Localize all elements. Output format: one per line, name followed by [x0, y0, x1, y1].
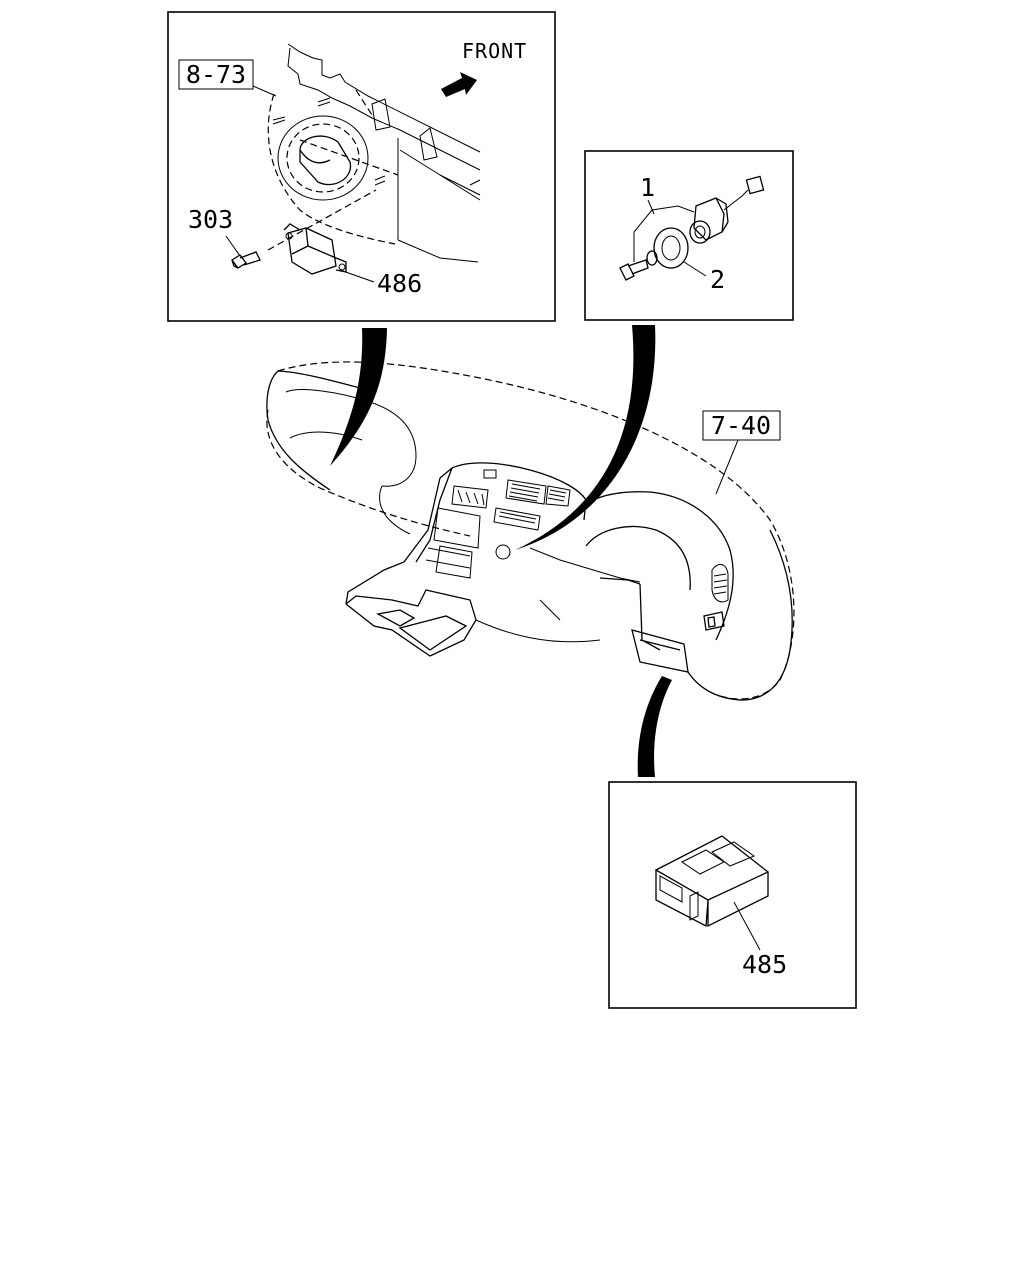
detail-box-control-unit: 485	[608, 781, 857, 1009]
dash-structure	[287, 43, 481, 263]
panel-bottom-edge	[687, 529, 793, 701]
callout-303: 303	[188, 205, 233, 234]
detail-box-sensor-mount: 8-73 FRONT 303 486	[167, 11, 556, 322]
leader-485	[733, 901, 761, 951]
switch-face-inner	[694, 225, 706, 239]
control-unit-windows	[659, 841, 756, 921]
bezel-ring-2	[653, 227, 689, 269]
lower-console	[345, 589, 477, 657]
detail-box-switch: 1 2	[584, 150, 794, 321]
cluster-hood	[569, 491, 734, 651]
ref-box-8-73	[178, 59, 254, 90]
panel-top-edge	[266, 370, 361, 491]
front-arrow-icon	[441, 72, 477, 97]
vent-ring	[277, 115, 369, 201]
vent-slats	[498, 483, 567, 524]
switch-connector	[745, 175, 765, 195]
ref-leader-8-73	[252, 85, 277, 97]
bezel-ring-2-inner	[661, 235, 681, 261]
dash-structure-hidden	[267, 89, 399, 245]
sensor-486	[283, 223, 347, 275]
leader-303	[225, 235, 241, 257]
center-stack	[345, 462, 587, 605]
leader-1	[647, 199, 655, 215]
instrument-panel: 7-40	[266, 361, 795, 701]
studs	[272, 97, 386, 186]
pointer-wedge-a	[330, 328, 387, 466]
callout-486: 486	[377, 269, 422, 298]
leader-2	[683, 261, 707, 277]
sensor-hole-right	[338, 263, 346, 271]
detail-frame-a	[167, 11, 556, 322]
lower-pocket	[631, 629, 689, 673]
ref-leader-7-40	[715, 439, 739, 495]
pointer-wedge-b	[515, 325, 656, 550]
switch-face	[689, 220, 711, 244]
ref-box-7-40	[702, 410, 781, 441]
leader-486	[339, 269, 375, 283]
screw	[619, 259, 649, 281]
glove-box	[285, 389, 417, 535]
switch-wire	[723, 189, 749, 211]
callout-485: 485	[742, 950, 787, 979]
callout-1: 1	[640, 173, 655, 202]
detail-frame-c	[608, 781, 857, 1009]
sensor-hole-left	[285, 232, 293, 240]
ref-label-7-40: 7-40	[711, 411, 771, 440]
bolt-303	[231, 251, 261, 269]
assembly-bracket	[633, 205, 695, 262]
callout-2: 2	[710, 265, 725, 294]
vent-cylinder	[299, 135, 352, 186]
washer	[646, 250, 658, 266]
control-unit-485	[654, 835, 770, 928]
switch-body	[693, 197, 729, 241]
detail-frame-b	[584, 150, 794, 321]
hazard-switch-location	[495, 544, 511, 560]
mount-centerline	[267, 189, 377, 251]
ref-label-8-73: 8-73	[186, 60, 246, 89]
pointer-wedge-c	[637, 676, 672, 777]
console-sides	[475, 547, 641, 643]
front-label: FRONT	[462, 39, 527, 63]
vent-ring-inner	[286, 123, 360, 193]
center-controls	[425, 469, 571, 579]
side-vent	[711, 564, 729, 603]
